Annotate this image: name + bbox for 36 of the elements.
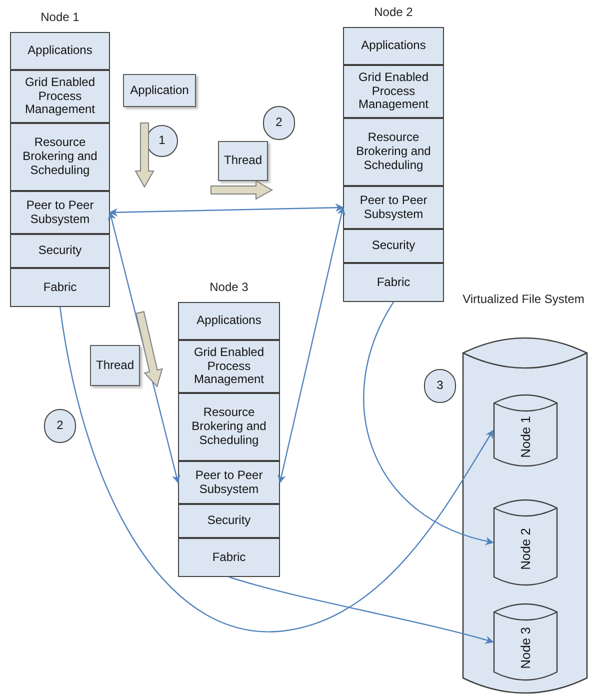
layer-box: Fabric: [10, 268, 110, 307]
connector-arrow: [228, 576, 494, 644]
layer-box: Security: [343, 229, 444, 263]
label-box: Thread: [218, 141, 268, 181]
connector-arrow: [278, 206, 346, 484]
layer-box: Fabric: [178, 538, 280, 577]
block-arrow: [136, 311, 163, 388]
label-box: Thread: [90, 345, 140, 386]
layer-box: Grid Enabled Process Management: [343, 65, 444, 118]
cylinder-label: Node 3: [516, 627, 534, 669]
layer-box: Security: [10, 234, 110, 268]
layer-box: Resource Brokering and Scheduling: [178, 393, 280, 461]
node-title: Node 2: [374, 4, 413, 21]
layer-box: Applications: [178, 302, 280, 340]
layer-box: Grid Enabled Process Management: [178, 340, 280, 393]
label-box: Application: [123, 74, 196, 107]
layer-box: Resource Brokering and Scheduling: [343, 118, 444, 186]
cylinder-label: Node 1: [516, 416, 534, 458]
layer-box: Security: [178, 504, 280, 538]
layer-box: Peer to Peer Subsystem: [178, 461, 280, 504]
cylinder-label: Node 2: [516, 528, 534, 570]
block-arrow: [134, 122, 154, 188]
node-title: Node 3: [210, 279, 248, 296]
layer-box: Peer to Peer Subsystem: [10, 191, 110, 234]
block-arrow: [210, 180, 274, 200]
layer-box: Resource Brokering and Scheduling: [10, 123, 110, 191]
layer-box: Fabric: [343, 263, 444, 302]
connector-arrow: [109, 203, 344, 217]
file-system-title: Virtualized File System: [462, 291, 584, 308]
layer-box: Grid Enabled Process Management: [10, 70, 110, 123]
node-title: Node 1: [40, 9, 80, 26]
connector-arrow: [59, 306, 494, 632]
layer-box: Applications: [343, 27, 444, 65]
layer-box: Applications: [10, 32, 110, 70]
layer-box: Peer to Peer Subsystem: [343, 186, 444, 229]
connector-arrow: [363, 302, 494, 545]
